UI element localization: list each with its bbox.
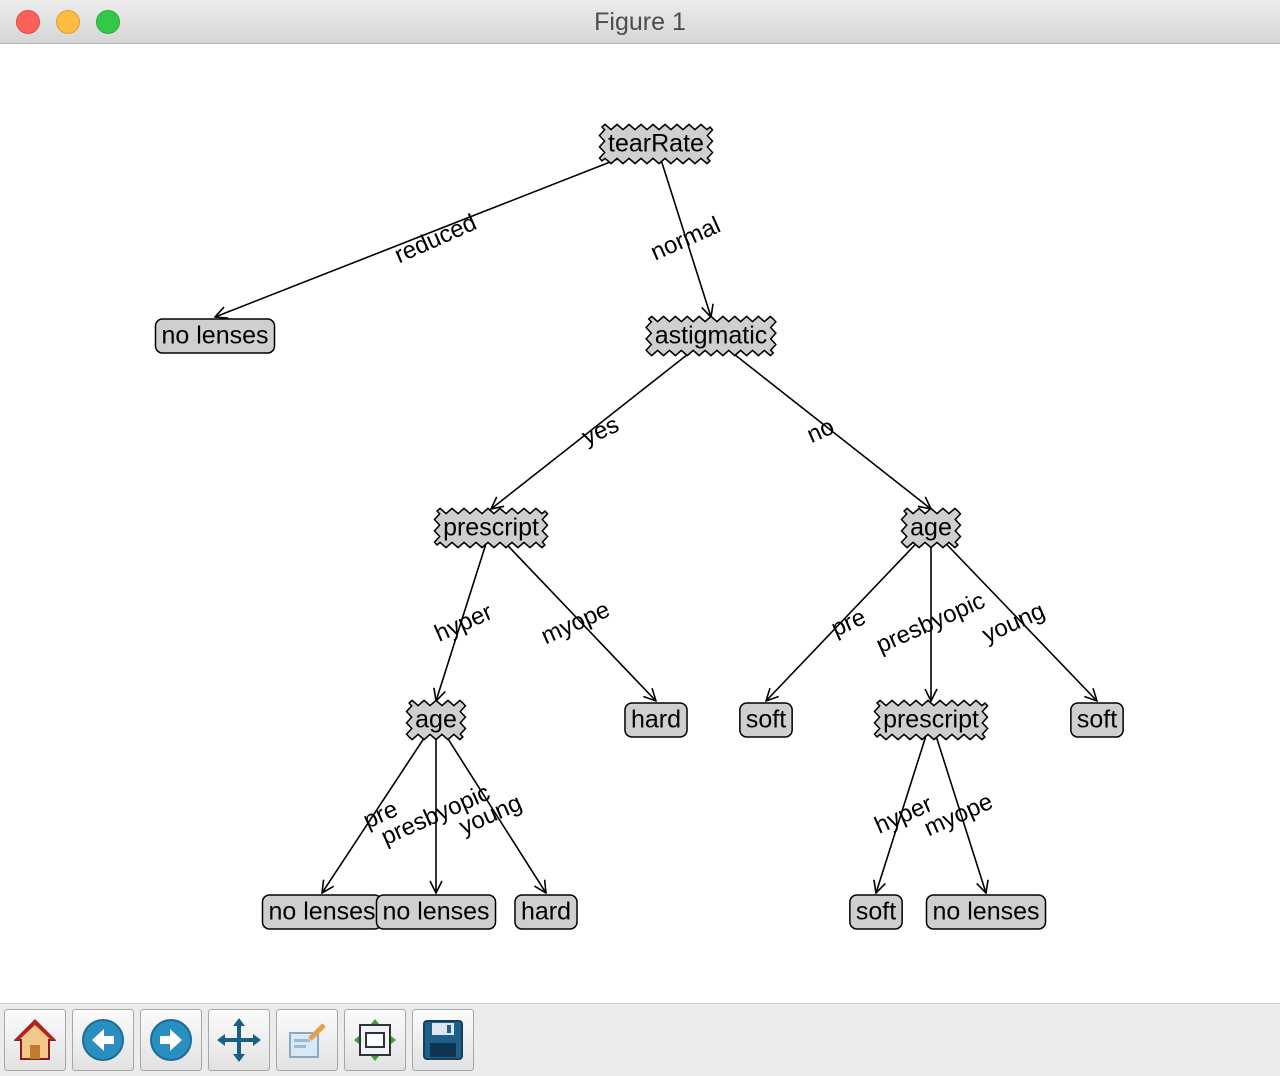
maximize-window-button[interactable] — [96, 10, 120, 34]
leaf-node-box — [925, 894, 1047, 930]
back-button[interactable] — [72, 1009, 134, 1071]
tree-edge — [215, 143, 657, 317]
tree-edge — [490, 527, 656, 701]
leaf-node: no lenses — [375, 894, 497, 930]
tree-edge — [710, 335, 931, 509]
decision-node-age: age — [405, 699, 467, 741]
home-button[interactable] — [4, 1009, 66, 1071]
leaf-node-box — [849, 894, 903, 930]
arrow-right-icon — [150, 1019, 192, 1061]
tree-edge — [322, 719, 437, 893]
leaf-node: no lenses — [154, 318, 276, 354]
edge-label: myope — [537, 596, 614, 650]
edge-label: myope — [920, 788, 997, 842]
decision-node-age: age — [900, 507, 962, 549]
tree-edge — [930, 527, 1097, 701]
leaf-node: no lenses — [925, 894, 1047, 930]
decision-node-box — [598, 123, 714, 165]
tree-edge — [491, 335, 712, 509]
arrow-left-icon — [82, 1019, 124, 1061]
tree-edge — [930, 719, 986, 893]
pan-button[interactable] — [208, 1009, 270, 1071]
subplots-icon — [354, 1019, 396, 1061]
save-button[interactable] — [412, 1009, 474, 1071]
leaf-node: soft — [1070, 702, 1124, 738]
decision-node-label: astigmatic — [655, 322, 768, 350]
edge-label: yes — [578, 411, 623, 451]
minimize-window-button[interactable] — [56, 10, 80, 34]
decision-node-label: age — [910, 514, 952, 542]
leaf-node-label: hard — [521, 898, 571, 926]
decision-node-label: tearRate — [608, 130, 704, 158]
close-window-button[interactable] — [16, 10, 40, 34]
tree-edge — [436, 527, 492, 701]
tree-edge — [876, 719, 932, 893]
tree-edge — [766, 527, 932, 701]
leaf-node-label: no lenses — [268, 898, 375, 926]
leaf-node-label: no lenses — [161, 322, 268, 350]
decision-node-box — [645, 315, 777, 357]
leaf-node-box — [624, 702, 688, 738]
figure-canvas: tearRate astigmatic prescript age age pr… — [0, 44, 1280, 1003]
edge-label: hyper — [431, 598, 497, 647]
subplots-button[interactable] — [344, 1009, 406, 1071]
decision-node-astigmatic: astigmatic — [645, 315, 777, 357]
nodes-layer: tearRate astigmatic prescript age age pr… — [154, 123, 1124, 930]
zoom-rect-icon — [289, 1023, 326, 1058]
leaf-node-box — [375, 894, 497, 930]
leaf-node-box — [1070, 702, 1124, 738]
window-title: Figure 1 — [594, 8, 686, 36]
decision-node-label: prescript — [883, 706, 979, 734]
edge-label: no — [803, 413, 838, 449]
leaf-node-label: soft — [856, 898, 896, 926]
decision-node-tearrate: tearRate — [598, 123, 714, 165]
leaf-node-label: no lenses — [382, 898, 489, 926]
tree-edge — [655, 143, 711, 317]
decision-node-box — [433, 507, 549, 549]
leaf-node: soft — [849, 894, 903, 930]
leaf-node-box — [154, 318, 276, 354]
edge-label: normal — [647, 212, 725, 267]
decision-node-label: prescript — [443, 514, 539, 542]
forward-button[interactable] — [140, 1009, 202, 1071]
leaf-node-label: soft — [746, 706, 786, 734]
leaf-node: hard — [624, 702, 688, 738]
edge-label: pre — [827, 604, 870, 643]
edge-label: reduced — [390, 209, 480, 269]
decision-tree-diagram: tearRate astigmatic prescript age age pr… — [154, 123, 1124, 930]
decision-node-box — [900, 507, 962, 549]
edges-layer — [215, 143, 1097, 893]
leaf-node: no lenses — [261, 894, 383, 930]
leaf-node-label: soft — [1077, 706, 1117, 734]
leaf-node-label: hard — [631, 706, 681, 734]
window-titlebar: Figure 1 — [0, 0, 1280, 44]
decision-node-label: age — [415, 706, 457, 734]
floppy-disk-icon — [423, 1020, 463, 1060]
leaf-node-box — [739, 702, 793, 738]
leaf-node: hard — [514, 894, 578, 930]
tree-edge — [435, 719, 546, 893]
decision-node-prescript: prescript — [873, 699, 989, 741]
decision-node-box — [873, 699, 989, 741]
decision-node-box — [405, 699, 467, 741]
leaf-node-box — [514, 894, 578, 930]
home-icon — [13, 1019, 57, 1060]
navigation-toolbar — [0, 1003, 1280, 1076]
leaf-node-label: no lenses — [932, 898, 1039, 926]
zoom-button[interactable] — [276, 1009, 338, 1071]
decision-node-prescript: prescript — [433, 507, 549, 549]
move-icon — [217, 1018, 261, 1062]
leaf-node: soft — [739, 702, 793, 738]
